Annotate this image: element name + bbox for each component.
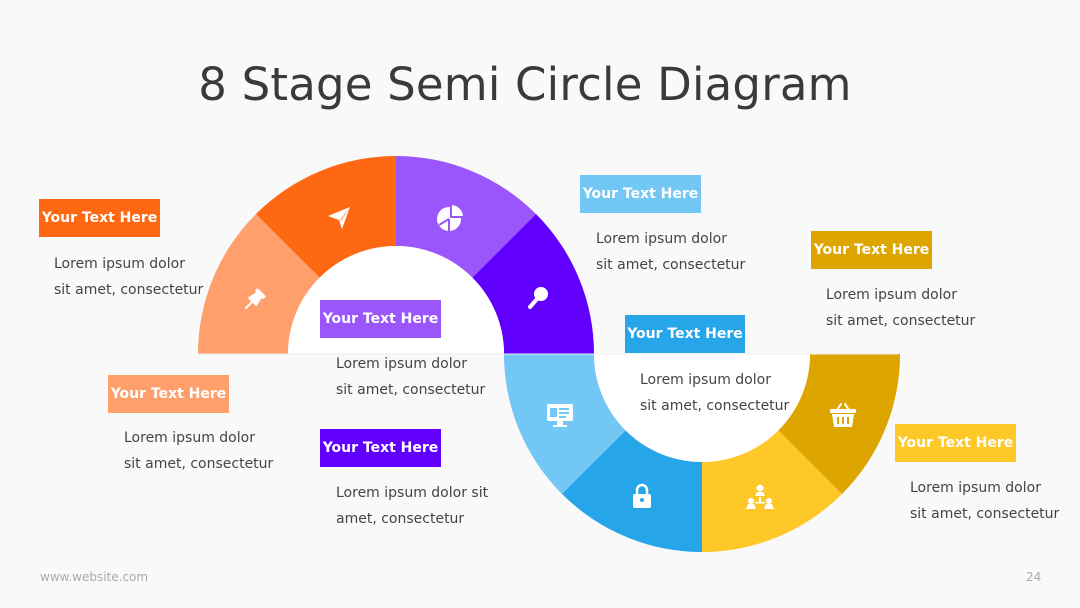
footer-website: www.website.com [40, 570, 149, 584]
stage-2-description: Lorem ipsum dolor sit amet, consectetur [54, 251, 203, 303]
segment-stage-1 [198, 213, 320, 354]
stage-6-label: Your Text Here [625, 315, 745, 353]
stage-8-description: Lorem ipsum dolor sit amet, consectetur [826, 282, 975, 334]
stage-3-label: Your Text Here [320, 300, 441, 338]
stage-5-desc-line2: sit amet, consectetur [596, 257, 746, 273]
segment-stage-5 [504, 354, 626, 495]
page-title: 8 Stage Semi Circle Diagram [198, 58, 852, 111]
network-icon [746, 484, 774, 509]
paper-plane-icon [328, 207, 350, 229]
stage-8-label: Your Text Here [811, 231, 932, 269]
stage-1-description: Lorem ipsum dolor sit amet, consectetur [124, 425, 273, 477]
stage-4-label: Your Text Here [320, 429, 441, 467]
segment-stage-2 [255, 156, 396, 278]
pie-chart-icon [437, 202, 466, 231]
stage-1-label: Your Text Here [108, 375, 229, 413]
stage-5-label: Your Text Here [580, 175, 701, 213]
stage-7-desc-line1: Lorem ipsum dolor [910, 480, 1041, 496]
stage-2-desc-line1: Lorem ipsum dolor [54, 256, 185, 272]
segment-stage-4 [472, 213, 594, 354]
magnifier-icon [528, 287, 548, 309]
footer-page-number: 24 [1026, 570, 1042, 584]
pushpin-icon [244, 288, 266, 310]
inner-circle-bottom [594, 354, 810, 462]
stage-6-desc-line2: sit amet, consectetur [640, 398, 790, 414]
stage-1-desc-line2: sit amet, consectetur [124, 456, 274, 472]
stage-2-label: Your Text Here [39, 199, 160, 237]
stage-6-desc-line1: Lorem ipsum dolor [640, 372, 771, 388]
stage-7-description: Lorem ipsum dolor sit amet, consectetur [910, 475, 1059, 527]
padlock-icon [633, 483, 651, 508]
stage-4-desc-line1: Lorem ipsum dolor sit [336, 485, 489, 501]
stage-5-description: Lorem ipsum dolor sit amet, consectetur [596, 226, 745, 278]
stage-3-desc-line1: Lorem ipsum dolor [336, 356, 467, 372]
monitor-icon [547, 404, 573, 427]
stage-8-desc-line2: sit amet, consectetur [826, 313, 976, 329]
stage-4-desc-line2: amet, consectetur [336, 511, 465, 527]
stage-1-desc-line1: Lorem ipsum dolor [124, 430, 255, 446]
segment-stage-6 [561, 430, 702, 552]
stage-6-description: Lorem ipsum dolor sit amet, consectetur [640, 367, 789, 419]
stage-7-desc-line2: sit amet, consectetur [910, 506, 1060, 522]
stage-3-desc-line2: sit amet, consectetur [336, 382, 486, 398]
segment-stage-7 [702, 430, 843, 552]
stage-7-label: Your Text Here [895, 424, 1016, 462]
stage-3-description: Lorem ipsum dolor sit amet, consectetur [336, 351, 485, 403]
stage-2-desc-line2: sit amet, consectetur [54, 282, 204, 298]
stage-8-desc-line1: Lorem ipsum dolor [826, 287, 957, 303]
stage-4-description: Lorem ipsum dolor sit amet, consectetur [336, 480, 488, 532]
segment-stage-3 [396, 156, 537, 278]
stage-5-desc-line1: Lorem ipsum dolor [596, 231, 727, 247]
basket-icon [830, 403, 856, 427]
